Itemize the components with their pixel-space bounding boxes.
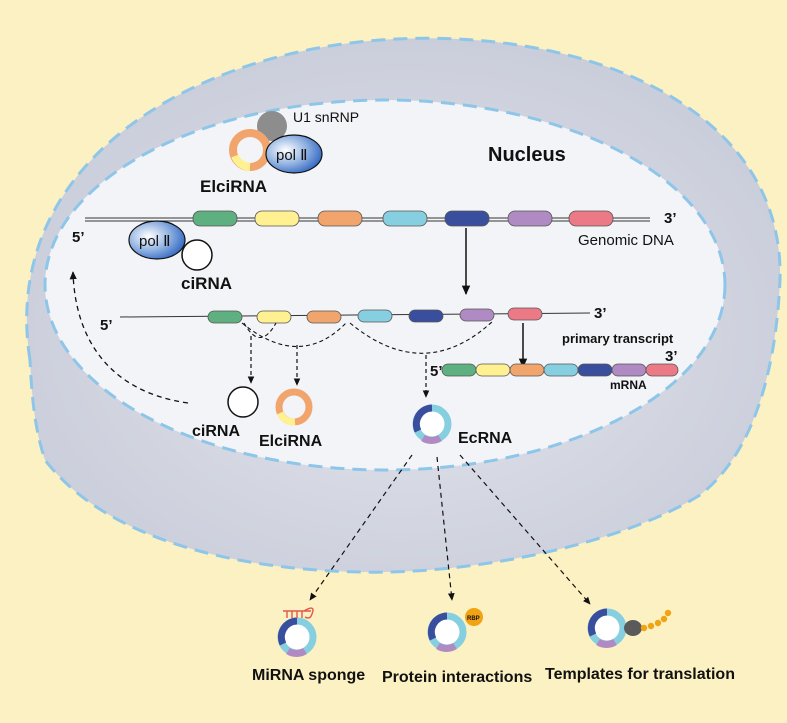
ecrna-product: EcRNA (412, 404, 513, 447)
translation-function: Templates for translation (545, 608, 735, 683)
elcirna-product: ElciRNA (259, 388, 323, 450)
pre-exon-5 (408, 309, 444, 323)
nuclear-envelope (43, 98, 727, 472)
elcirna-complex-top: U1 snRNP pol Ⅱ ElciRNA (200, 109, 359, 196)
pre-exon-6 (459, 308, 495, 322)
rbp-label: RBP (467, 616, 480, 622)
cirna-return-arrow (69, 271, 189, 404)
u1-snrnp-icon (257, 111, 287, 141)
cirna-complex-top: pol Ⅱ ciRNA (128, 220, 232, 293)
splice-arc-1 (243, 322, 277, 339)
cirna-product: ciRNA (192, 386, 259, 440)
ecrna-label: EcRNA (458, 430, 513, 447)
genomic-dna-label: Genomic DNA (578, 232, 674, 249)
u1-snrnp-label: U1 snRNP (293, 109, 359, 125)
ecrna-purple-segment (421, 434, 442, 444)
pre-exon-7 (507, 307, 543, 321)
dna-exon-7 (568, 210, 614, 227)
mirna-icon (283, 607, 314, 619)
ecrna-navy-segment (412, 404, 433, 433)
mrna: 5’ 3’ mRNA (430, 348, 679, 392)
elcirna-label-top: ElciRNA (200, 177, 267, 196)
elcirna-intron-top (231, 154, 251, 171)
dna-exon-5 (444, 210, 490, 227)
dna-exon-4 (382, 210, 428, 227)
to-protein-interactions-arrow (436, 456, 455, 601)
pre-exon-2 (256, 310, 292, 324)
transcript-5prime-label: 5’ (100, 317, 113, 334)
pol2-label-top: pol Ⅱ (276, 147, 308, 164)
primary-transcript: 5’ 3’ primary transcript (100, 305, 674, 346)
cirna-label-top: ciRNA (181, 274, 232, 293)
mirna-sponge-label: MiRNA sponge (252, 667, 365, 684)
mrna-3prime-label: 3’ (665, 348, 678, 365)
mrna-label: mRNA (610, 378, 647, 392)
dna-exon-1 (192, 210, 238, 227)
cirna-circle-bottom (227, 386, 259, 418)
pol2-label-left: pol Ⅱ (139, 233, 171, 250)
dna-exon-3 (317, 210, 363, 227)
pre-exon-1 (207, 310, 243, 324)
protein-interactions-function: RBP Protein interactions (382, 608, 532, 686)
primary-transcript-label: primary transcript (562, 331, 674, 346)
elcirna-label-bottom: ElciRNA (259, 433, 323, 450)
peptide-chain-icon (640, 609, 672, 632)
dna-5prime-label: 5’ (72, 229, 85, 246)
dna-exon-6 (507, 210, 553, 227)
dna-3prime-label: 3’ (664, 210, 677, 227)
splice-arc-3 (349, 319, 495, 354)
splice-arc-2 (241, 322, 347, 348)
templates-translation-label: Templates for translation (545, 666, 735, 683)
to-translation-arrow (459, 454, 591, 605)
ribosome-icon (624, 620, 642, 636)
pol2-icon-top (265, 134, 323, 174)
pol2-icon-left (128, 220, 186, 260)
dna-exon-2 (254, 210, 300, 227)
nucleus-label: Nucleus (488, 144, 566, 166)
mrna-5prime-label: 5’ (430, 363, 443, 380)
cirna-circle-top (181, 239, 213, 271)
protein-interactions-label: Protein interactions (382, 669, 532, 686)
pre-exon-4 (357, 309, 393, 323)
to-mirna-sponge-arrow (309, 454, 413, 601)
mirna-sponge-function: MiRNA sponge (252, 607, 365, 684)
elcirna-intron-bottom (276, 411, 296, 426)
rbp-icon (465, 608, 483, 626)
transcript-3prime-label: 3’ (594, 305, 607, 322)
cirna-label-bottom: ciRNA (192, 423, 240, 440)
pre-exon-3 (306, 310, 342, 324)
genomic-dna: 5’ 3’ Genomic DNA (72, 210, 677, 249)
